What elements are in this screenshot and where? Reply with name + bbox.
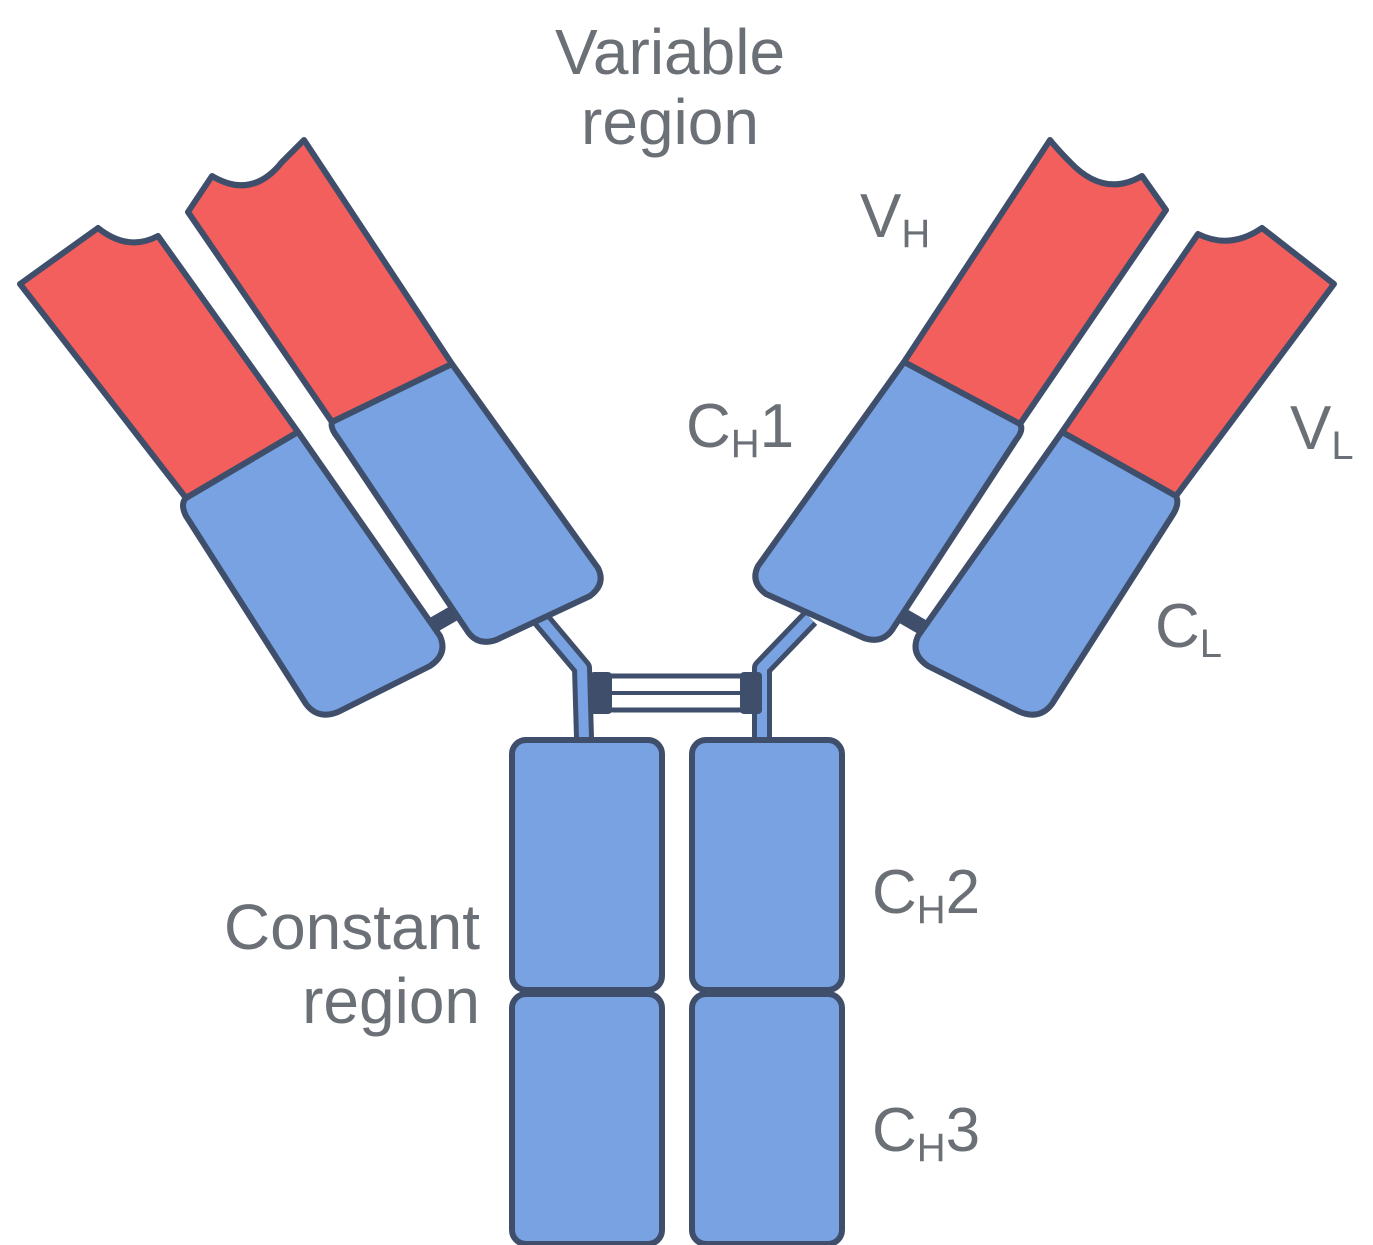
right-ch2-domain: [689, 737, 845, 993]
vl-label: VL: [1290, 394, 1354, 468]
left-ch1-domain: [328, 361, 604, 645]
right-vl-domain: [1059, 225, 1337, 499]
fc-stem: [509, 737, 845, 1245]
left-vl-domain: [17, 225, 301, 501]
heavy-chain-disulfide-bond: [590, 672, 762, 714]
vh-label: VH: [860, 182, 931, 256]
right-cl-domain: [912, 429, 1181, 718]
left-vh-domain: [185, 137, 455, 425]
right-arm: [752, 137, 1337, 718]
ch2-label: CH2: [872, 858, 981, 932]
left-ch3-domain: [509, 991, 665, 1245]
right-ch1-domain: [752, 359, 1025, 643]
right-vh-domain: [901, 137, 1169, 427]
hinge-region: [532, 611, 818, 739]
left-arm: [17, 137, 604, 718]
variable-region-label: Variable region: [554, 16, 786, 158]
left-cl-domain: [180, 429, 446, 718]
right-ch3-domain: [689, 991, 845, 1245]
cl-label: CL: [1155, 592, 1223, 666]
ch3-label: CH3: [872, 1096, 981, 1170]
constant-region-label: Constant region: [223, 891, 480, 1037]
ch1-label: CH1: [686, 392, 795, 466]
left-ch2-domain: [509, 737, 665, 993]
